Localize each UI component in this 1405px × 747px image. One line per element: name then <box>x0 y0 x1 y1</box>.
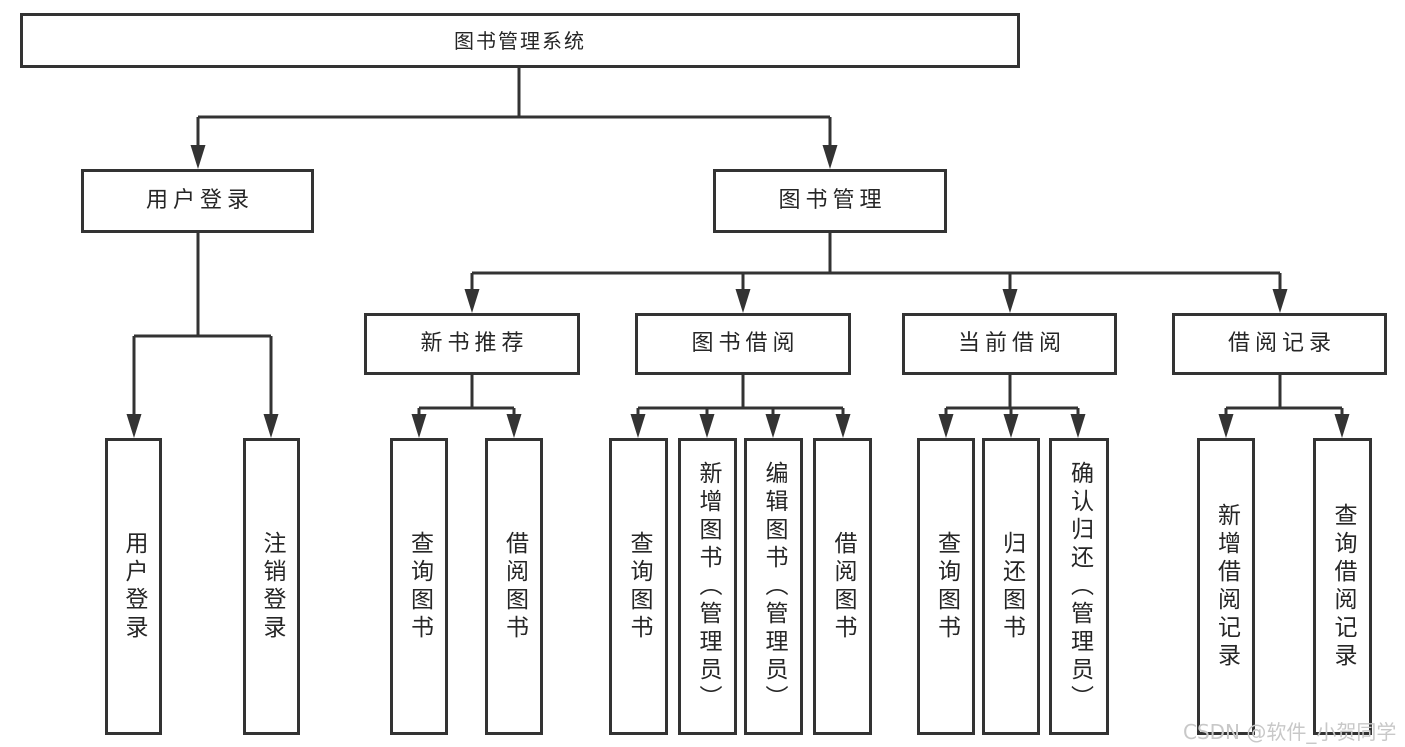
leaf-current-query-books: 查询图书 <box>917 438 975 735</box>
leaf-recommend-query-books: 查询图书 <box>390 438 448 735</box>
leaf-recommend-borrow-books-label: 借阅图书 <box>501 530 528 643</box>
arrowhead-icons <box>126 145 1350 438</box>
leaf-current-return-books-label: 归还图书 <box>998 530 1025 643</box>
leaf-user-login-label: 用户登录 <box>121 530 147 643</box>
leaf-recommend-query-books-label: 查询图书 <box>406 530 433 643</box>
node-book-borrowing: 图书借阅 <box>635 313 851 375</box>
leaf-records-add-record-label: 新增借阅记录 <box>1213 502 1240 671</box>
node-book-management-label: 图书管理 <box>778 188 887 213</box>
leaf-records-query-record-label: 查询借阅记录 <box>1330 502 1356 671</box>
leaf-current-query-books-label: 查询图书 <box>933 530 960 643</box>
leaf-current-confirm-return-admin-label: 确认归还（管理员） <box>1066 460 1093 713</box>
leaf-borrowing-borrow-books-label: 借阅图书 <box>830 530 856 643</box>
node-book-management: 图书管理 <box>713 169 947 233</box>
node-book-management-system-label: 图书管理系统 <box>454 28 586 53</box>
leaf-borrowing-add-books-admin: 新增图书（管理员） <box>678 438 737 735</box>
leaf-user-login: 用户登录 <box>105 438 162 735</box>
node-user-login: 用户登录 <box>81 169 314 233</box>
node-new-book-recommendation-label: 新书推荐 <box>420 331 529 356</box>
node-book-management-system: 图书管理系统 <box>20 13 1020 68</box>
connector-stems <box>132 68 1344 422</box>
node-current-borrowing-label: 当前借阅 <box>957 331 1066 356</box>
leaf-records-add-record: 新增借阅记录 <box>1197 438 1255 735</box>
node-new-book-recommendation: 新书推荐 <box>364 313 580 375</box>
csdn-watermark: CSDN @软件_小贺同学 <box>1183 720 1397 744</box>
node-borrowing-records: 借阅记录 <box>1172 313 1387 375</box>
node-current-borrowing: 当前借阅 <box>902 313 1117 375</box>
leaf-recommend-borrow-books: 借阅图书 <box>485 438 543 735</box>
leaf-borrowing-borrow-books: 借阅图书 <box>813 438 872 735</box>
leaf-borrowing-edit-books-admin: 编辑图书（管理员） <box>744 438 803 735</box>
node-user-login-label: 用户登录 <box>145 188 254 213</box>
leaf-records-query-record: 查询借阅记录 <box>1313 438 1372 735</box>
leaf-borrowing-edit-books-admin-label: 编辑图书（管理员） <box>761 460 787 713</box>
leaf-logout-label: 注销登录 <box>259 530 285 643</box>
node-book-borrowing-label: 图书借阅 <box>691 331 800 356</box>
leaf-borrowing-query-books-label: 查询图书 <box>626 530 652 643</box>
leaf-borrowing-query-books: 查询图书 <box>609 438 668 735</box>
node-borrowing-records-label: 借阅记录 <box>1227 331 1336 356</box>
leaf-logout: 注销登录 <box>243 438 300 735</box>
leaf-borrowing-add-books-admin-label: 新增图书（管理员） <box>695 460 721 713</box>
leaf-current-return-books: 归还图书 <box>982 438 1040 735</box>
leaf-current-confirm-return-admin: 确认归还（管理员） <box>1049 438 1109 735</box>
